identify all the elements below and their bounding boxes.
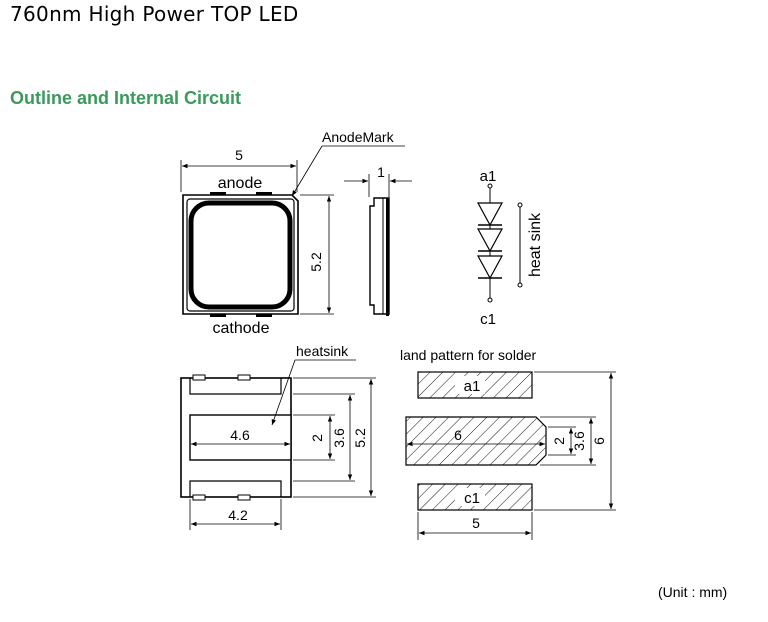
land-pad-a1-label: a1 xyxy=(464,378,481,395)
bottom-dim-2: 2 xyxy=(309,434,325,442)
diode-3 xyxy=(476,255,504,280)
anode-label: anode xyxy=(218,175,263,192)
top-height-dim: 5.2 xyxy=(308,252,324,272)
heatsink-width-dim: 4.6 xyxy=(230,427,250,443)
top-width-dim: 5 xyxy=(235,147,243,163)
internal-circuit: a1 c1 heat sink xyxy=(476,168,544,328)
land-pattern-title: land pattern for solder xyxy=(400,347,537,363)
top-view: 5 anode cathode AnodeMark 5.2 xyxy=(180,129,405,337)
unit-note: (Unit : mm) xyxy=(658,584,728,600)
side-view: 1 xyxy=(344,164,412,316)
page-title: 760nm High Power TOP LED xyxy=(10,2,299,26)
anode-mark-label: AnodeMark xyxy=(322,129,395,145)
heat-sink-label: heat sink xyxy=(527,212,544,277)
land-dim-6: 6 xyxy=(591,437,607,445)
bottom-dim-5-2: 5.2 xyxy=(352,428,368,448)
land-center-width-dim: 6 xyxy=(454,427,462,443)
land-dim-2: 2 xyxy=(551,437,567,445)
diode-1 xyxy=(476,202,504,227)
heatsink-label: heatsink xyxy=(296,343,349,359)
led-window xyxy=(188,200,293,310)
cathode-label: cathode xyxy=(213,320,270,337)
anode-pin-label: a1 xyxy=(480,168,497,185)
section-heading: Outline and Internal Circuit xyxy=(10,88,242,108)
side-thickness-dim: 1 xyxy=(377,164,385,180)
diode-2 xyxy=(476,228,504,253)
bottom-pad-width-dim: 4.2 xyxy=(228,507,248,523)
package-inner-frame xyxy=(186,198,295,312)
land-pad-center xyxy=(405,416,547,466)
heatsink-pad xyxy=(189,414,292,461)
cathode-pin-label: c1 xyxy=(480,311,496,328)
land-dim-3-6: 3.6 xyxy=(571,431,587,451)
bottom-view: 4.6 heatsink 4.2 2 3.6 5.2 xyxy=(180,343,376,530)
land-pad-width-dim: 5 xyxy=(472,515,480,531)
land-pattern: land pattern for solder a1 6 c1 5 2 3.6 … xyxy=(400,347,616,540)
land-pad-c1-label: c1 xyxy=(464,490,480,507)
bottom-dim-3-6: 3.6 xyxy=(331,428,347,448)
